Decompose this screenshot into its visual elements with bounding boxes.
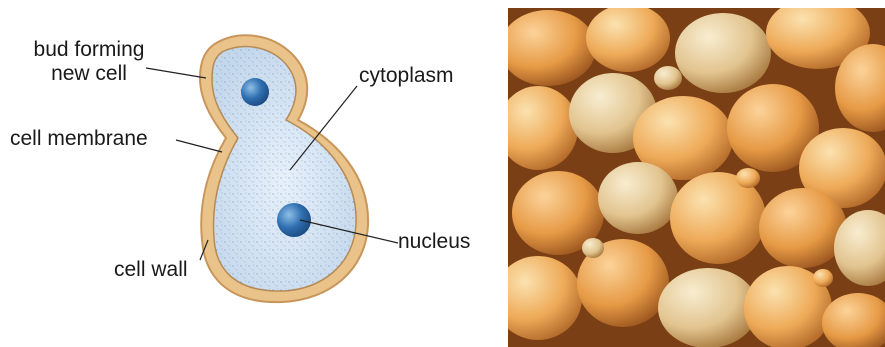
yeast-cells <box>508 8 885 347</box>
label-cytoplasm: cytoplasm <box>359 64 454 88</box>
label-bud-line2: new cell <box>20 62 158 86</box>
leader-cell-membrane <box>176 140 222 152</box>
label-cell-wall: cell wall <box>114 258 188 282</box>
label-cell-membrane: cell membrane <box>10 127 148 151</box>
label-bud-line1: bud forming <box>20 38 158 62</box>
nucleus <box>277 203 311 237</box>
yeast-micrograph-photo <box>508 8 885 347</box>
label-bud-forming-new-cell: bud forming new cell <box>20 38 158 86</box>
label-nucleus: nucleus <box>398 230 470 254</box>
bud-nucleus <box>241 78 269 106</box>
